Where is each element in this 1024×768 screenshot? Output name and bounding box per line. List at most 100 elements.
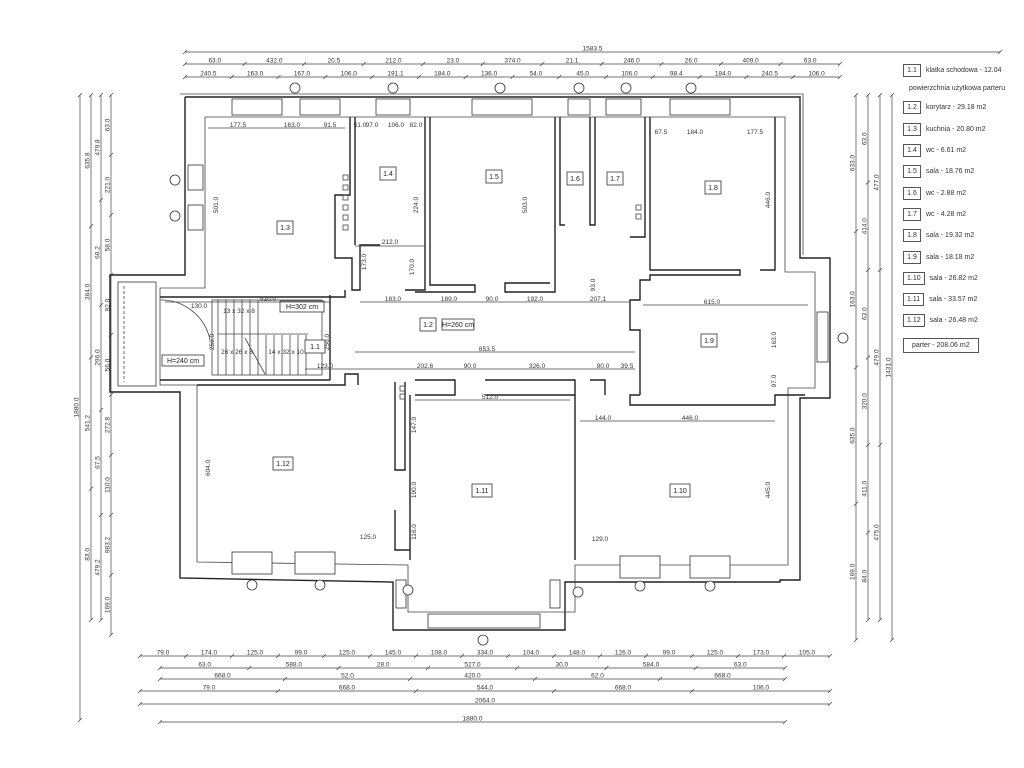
dimension-tick (505, 653, 511, 659)
dimension-tick (98, 617, 104, 623)
svg-text:1.7: 1.7 (610, 176, 620, 183)
dimension-tick (735, 653, 741, 659)
svg-text:H=260 cm: H=260 cm (442, 322, 474, 329)
dimension-tick (183, 653, 189, 659)
dimension-tick (88, 224, 94, 229)
dimension-label: 108.0 (431, 650, 448, 657)
legend-room-number: 1.8 (903, 229, 921, 243)
svg-text:853.5: 853.5 (479, 346, 496, 353)
dimension-label: 99.0 (295, 650, 308, 657)
svg-text:163.0: 163.0 (284, 122, 301, 129)
dimension-tick (407, 676, 413, 682)
dimension-tick (108, 212, 114, 218)
dimension-tick (247, 665, 252, 671)
dimension-label: 246.0 (623, 58, 640, 65)
interior-walls (160, 117, 805, 560)
dimension-tick (182, 74, 188, 80)
dimension-label: 125.0 (339, 650, 356, 657)
dimension-label: 240.5 (762, 71, 779, 78)
dimension-label: 104.0 (523, 650, 540, 657)
dimension-tick (137, 701, 143, 707)
staircase (159, 299, 323, 376)
room-1-8-label: 1.8 (704, 180, 722, 195)
svg-text:615.0: 615.0 (704, 299, 721, 306)
dimension-tick (242, 61, 247, 67)
svg-text:90.0: 90.0 (464, 363, 477, 370)
dimension-tick (865, 355, 871, 360)
dimension-tick (157, 665, 163, 671)
dimension-tick (463, 74, 468, 80)
legend-room-number: 1.7 (903, 207, 921, 221)
svg-text:256.0: 256.0 (324, 333, 331, 350)
dimension-label: 63.0 (862, 307, 869, 320)
dimension-tick (853, 229, 859, 234)
dimension-tick (782, 719, 788, 725)
dimension-label: 62.0 (591, 673, 604, 680)
dimension-tick (157, 676, 163, 682)
legend-room-number: 1.4 (903, 144, 921, 158)
room-1-2-height: H=260 cm (441, 318, 475, 331)
legend-room-number: 1.10 (903, 271, 925, 285)
dimension-label: 58.0 (105, 238, 112, 251)
dimension-label: 21.1 (566, 58, 579, 65)
dimension-tick (275, 653, 281, 659)
dimension-tick (827, 701, 833, 707)
dimension-tick (718, 61, 724, 67)
svg-text:163.0: 163.0 (771, 331, 778, 348)
svg-text:183.0: 183.0 (385, 296, 402, 303)
legend-item: 1.8 sala - 19.32 m2 (903, 225, 1023, 246)
dimension-label: 527.0 (464, 662, 481, 669)
legend-room-text: sala - 19.32 m2 (926, 232, 975, 240)
dimension-tick (108, 392, 114, 398)
dimension-label: 84.0 (862, 570, 869, 583)
dimension-tick (77, 92, 83, 98)
dimension-label: 45.0 (576, 71, 589, 78)
dimension-tick (137, 688, 143, 694)
legend-room-number: 1.11 (903, 293, 925, 307)
dimension-label: 52.0 (341, 673, 354, 680)
dimension-tick (827, 653, 833, 659)
exterior-walls (109, 93, 831, 631)
dimension-label: 588.0 (286, 662, 303, 669)
room-1-4-label: 1.4 (379, 166, 397, 181)
svg-text:129.0: 129.0 (592, 536, 609, 543)
dimension-label: 184.0 (715, 71, 732, 78)
dimension-label: 1431.0 (886, 357, 893, 377)
dimension-label: 272.8 (105, 416, 112, 433)
dimension-tick (336, 665, 341, 671)
dimension-tick (108, 632, 114, 638)
dimension-tick (599, 61, 605, 67)
dimension-label: 169.0 (105, 596, 112, 613)
legend-room-text: wc - 6.61 m2 (926, 147, 967, 155)
legend-subtitle: powierzchnia użytkowa parteru (909, 85, 1006, 93)
svg-text:97.0: 97.0 (771, 374, 778, 387)
dimension-tick (877, 267, 883, 273)
dimension-tick (782, 665, 788, 671)
svg-text:90.0: 90.0 (597, 363, 610, 370)
room-1-5-label: 1.5 (485, 169, 503, 184)
legend-room-number: 1.2 (903, 101, 921, 115)
legend-item: 1.2 korytarz - 29.18 m2 (903, 97, 1023, 118)
legend-room-number: 1.9 (903, 250, 921, 264)
legend-item: 1.1 klatka schodowa - 12.04 (903, 60, 1023, 81)
dimension-tick (650, 74, 656, 80)
room-1-1-label: 1.1 (304, 339, 326, 354)
dimension-label: 1880.0 (463, 716, 483, 723)
dimension-tick (413, 688, 419, 694)
dimension-label: 167.0 (294, 71, 311, 78)
dimension-tick (889, 637, 895, 643)
svg-text:190.0: 190.0 (411, 481, 418, 498)
dimension-tick (108, 92, 114, 98)
dimension-tick (540, 61, 545, 67)
legend-room-text: korytarz - 29.18 m2 (926, 104, 987, 112)
dimension-label: 2064.0 (475, 698, 495, 705)
dimension-tick (108, 452, 114, 458)
dimension-tick (420, 61, 426, 67)
dimension-label: 479.8 (95, 139, 102, 156)
dimension-label: 983.2 (105, 536, 112, 553)
dimension-label: 30.0 (555, 662, 568, 669)
dimension-tick (182, 49, 188, 55)
